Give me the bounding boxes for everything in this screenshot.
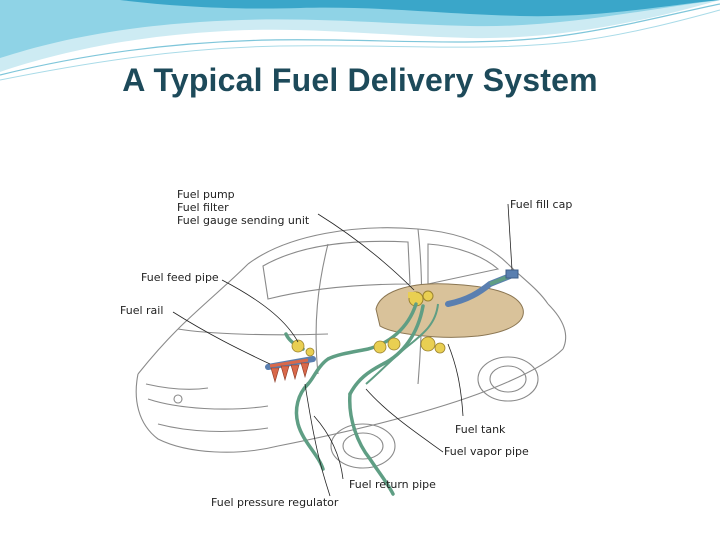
header-wave-decoration bbox=[0, 0, 720, 81]
label-fuel-filter: Fuel filter bbox=[177, 201, 229, 214]
leader-lines bbox=[172, 203, 513, 497]
label-fuel-fill-cap: Fuel fill cap bbox=[510, 198, 573, 211]
mid-components bbox=[373, 336, 446, 354]
fuel-rail-assembly bbox=[265, 339, 316, 384]
label-fuel-gauge-sending-unit: Fuel gauge sending unit bbox=[177, 214, 310, 227]
fuel-pump-assembly bbox=[408, 290, 434, 307]
label-fuel-feed-pipe: Fuel feed pipe bbox=[141, 271, 219, 284]
fuel-vapor-line bbox=[365, 303, 439, 385]
fuel-tank bbox=[375, 283, 524, 338]
label-fuel-vapor-pipe: Fuel vapor pipe bbox=[444, 445, 529, 458]
car-outline bbox=[135, 227, 567, 469]
fuel-fill-cap-shape bbox=[505, 269, 519, 279]
label-fuel-pump: Fuel pump bbox=[177, 188, 235, 201]
label-fuel-rail: Fuel rail bbox=[120, 304, 164, 317]
label-fuel-pressure-regulator: Fuel pressure regulator bbox=[211, 496, 339, 509]
label-fuel-tank: Fuel tank bbox=[455, 423, 506, 436]
label-fuel-return-pipe: Fuel return pipe bbox=[349, 478, 436, 491]
fuel-filler-neck bbox=[445, 273, 513, 307]
slide-title: A Typical Fuel Delivery System bbox=[122, 62, 598, 98]
fuel-system-diagram bbox=[118, 184, 578, 516]
